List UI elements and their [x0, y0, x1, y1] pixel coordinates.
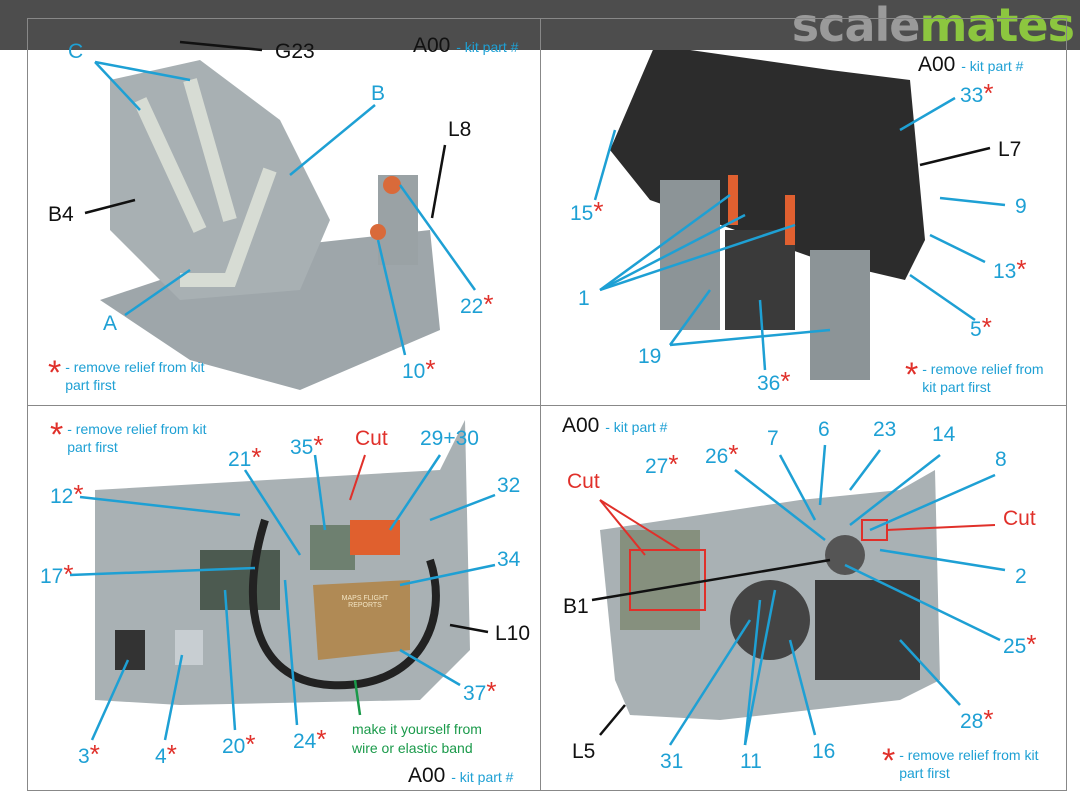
label-9: 9	[1015, 195, 1027, 218]
label-5: 5*	[970, 312, 992, 342]
kit-part-legend: A00 - kit part #	[408, 764, 514, 787]
label-L10: L10	[495, 622, 531, 645]
label-14: 14	[932, 423, 956, 446]
label-32: 32	[497, 474, 521, 497]
label-37: 37*	[463, 676, 497, 706]
label-C: C	[68, 40, 84, 63]
label-B1: B1	[563, 595, 589, 618]
label-B: B	[371, 82, 386, 105]
divider	[540, 18, 541, 791]
label-24: 24*	[293, 724, 327, 754]
kit-part-legend: A00 - kit part #	[918, 53, 1024, 76]
label-16: 16	[812, 740, 836, 763]
label-34: 34	[497, 548, 521, 571]
scalemates-logo: scalemates	[791, 0, 1075, 52]
label-L7: L7	[998, 138, 1022, 161]
wire-note: make it yourself from wire or elastic ba…	[352, 721, 482, 756]
label-21: 21*	[228, 442, 262, 472]
label-15: 15*	[570, 196, 604, 226]
label-28: 28*	[960, 704, 994, 734]
label-20: 20*	[222, 729, 256, 759]
label-36: 36*	[757, 366, 791, 396]
frame	[27, 18, 1067, 791]
label-22: 22*	[460, 289, 494, 319]
label-B4: B4	[48, 203, 74, 226]
label-8: 8	[995, 448, 1007, 471]
bag-text: MAPS FLIGHT REPORTS	[341, 595, 389, 609]
label-10: 10*	[402, 354, 436, 384]
label-12: 12*	[50, 479, 84, 509]
relief-note: *- remove relief from kit part first	[905, 356, 1044, 395]
label-25: 25*	[1003, 629, 1037, 659]
label-2: 2	[1015, 565, 1027, 588]
label-33: 33*	[960, 78, 994, 108]
label-7: 7	[767, 427, 779, 450]
label-1: 1	[578, 287, 590, 310]
label-11: 11	[740, 750, 762, 773]
label-cut: Cut	[1003, 507, 1036, 530]
label-A: A	[103, 312, 118, 335]
relief-note: *- remove relief from kit part first	[882, 742, 1039, 781]
divider	[27, 405, 1067, 406]
label-cut: Cut	[355, 427, 388, 450]
kit-part-legend: A00 - kit part #	[413, 34, 519, 57]
label-L5: L5	[572, 740, 596, 763]
kit-part-legend: A00 - kit part #	[562, 414, 668, 437]
label-29-30: 29+30	[420, 427, 479, 450]
relief-note: *- remove relief from kit part first	[48, 354, 205, 393]
label-27: 27*	[645, 449, 679, 479]
label-6: 6	[818, 418, 830, 441]
label-3: 3*	[78, 739, 100, 769]
label-17: 17*	[40, 559, 74, 589]
label-G23: G23	[275, 40, 315, 63]
label-cut: Cut	[567, 470, 600, 493]
label-26: 26*	[705, 439, 739, 469]
label-L8: L8	[448, 118, 472, 141]
label-19: 19	[638, 345, 662, 368]
label-35: 35*	[290, 430, 324, 460]
label-4: 4*	[155, 739, 177, 769]
relief-note: *- remove relief from kit part first	[50, 416, 207, 455]
label-13: 13*	[993, 254, 1027, 284]
label-31: 31	[660, 750, 684, 773]
label-23: 23	[873, 418, 897, 441]
